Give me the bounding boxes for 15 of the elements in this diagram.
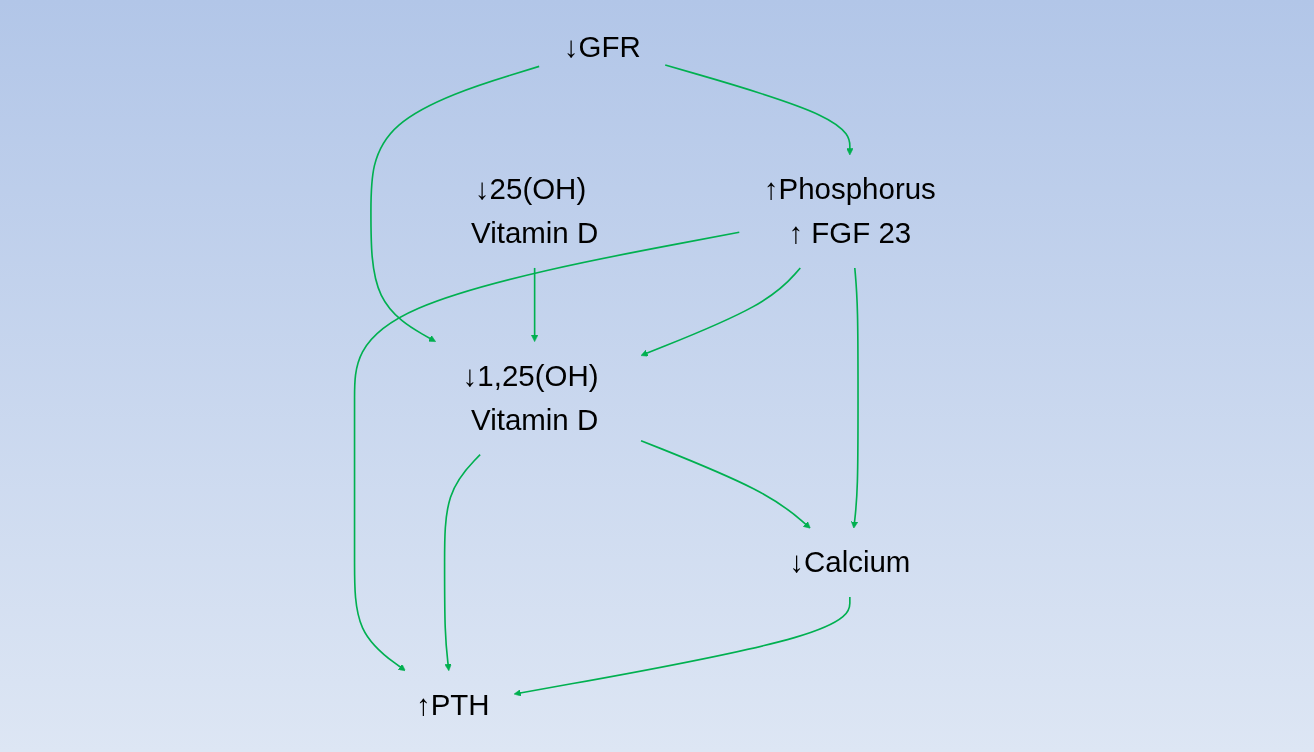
arrow (513, 596, 851, 697)
node-text: ↑PTH (415, 687, 490, 722)
arrow (530, 267, 538, 342)
arrow (353, 231, 740, 671)
arrow (639, 439, 811, 529)
arrow (640, 267, 801, 357)
arrow (369, 65, 540, 342)
node-text: ↓GFR (563, 29, 641, 64)
arrow (443, 453, 481, 671)
node-text: ↓1,25(OH) Vitamin D (462, 358, 599, 437)
node-text: ↑Phosphorus ↑ FGF 23 (763, 172, 936, 250)
arrow (850, 267, 859, 529)
node-text: ↓Calcium (788, 545, 910, 580)
node-text: ↓25(OH) Vitamin D (470, 172, 598, 250)
arrow (663, 64, 853, 156)
